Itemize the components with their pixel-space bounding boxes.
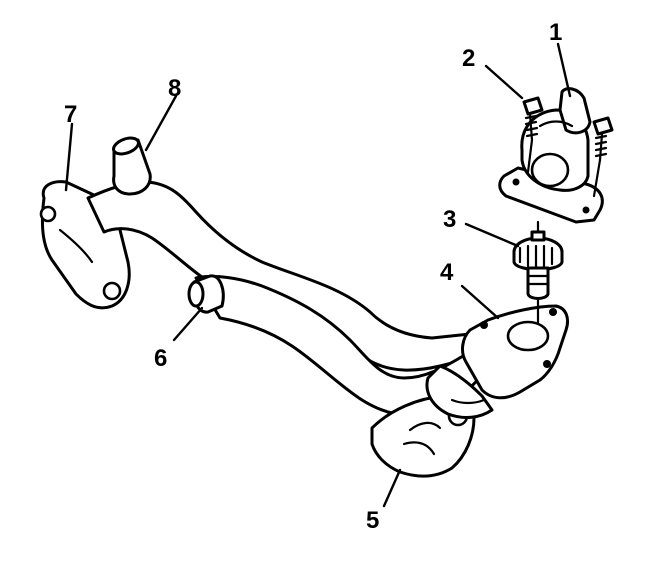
- callout-8: 8: [168, 75, 181, 102]
- bolt-right: [592, 116, 614, 198]
- leader-1: [556, 42, 572, 98]
- leader-3: [464, 222, 520, 248]
- leader-4: [460, 284, 500, 320]
- leader-6: [172, 306, 204, 342]
- leader-5: [382, 468, 402, 508]
- callout-7: 7: [64, 101, 77, 128]
- callout-2: 2: [462, 45, 475, 72]
- callout-3: 3: [443, 206, 456, 233]
- leader-2: [484, 64, 524, 100]
- leader-8: [144, 94, 178, 152]
- water-crossover-pipe: [39, 136, 570, 478]
- bolt-left: [522, 96, 544, 174]
- callout-1: 1: [549, 19, 562, 46]
- callout-labels: 1 2 3 4 5 6 7 8: [64, 19, 562, 534]
- thermostat: [512, 224, 564, 324]
- leader-7: [64, 122, 74, 192]
- leader-lines: [64, 42, 572, 508]
- callout-5: 5: [366, 507, 379, 534]
- callout-4: 4: [440, 259, 454, 286]
- thermostat-housing: [498, 87, 604, 228]
- callout-6: 6: [154, 345, 167, 372]
